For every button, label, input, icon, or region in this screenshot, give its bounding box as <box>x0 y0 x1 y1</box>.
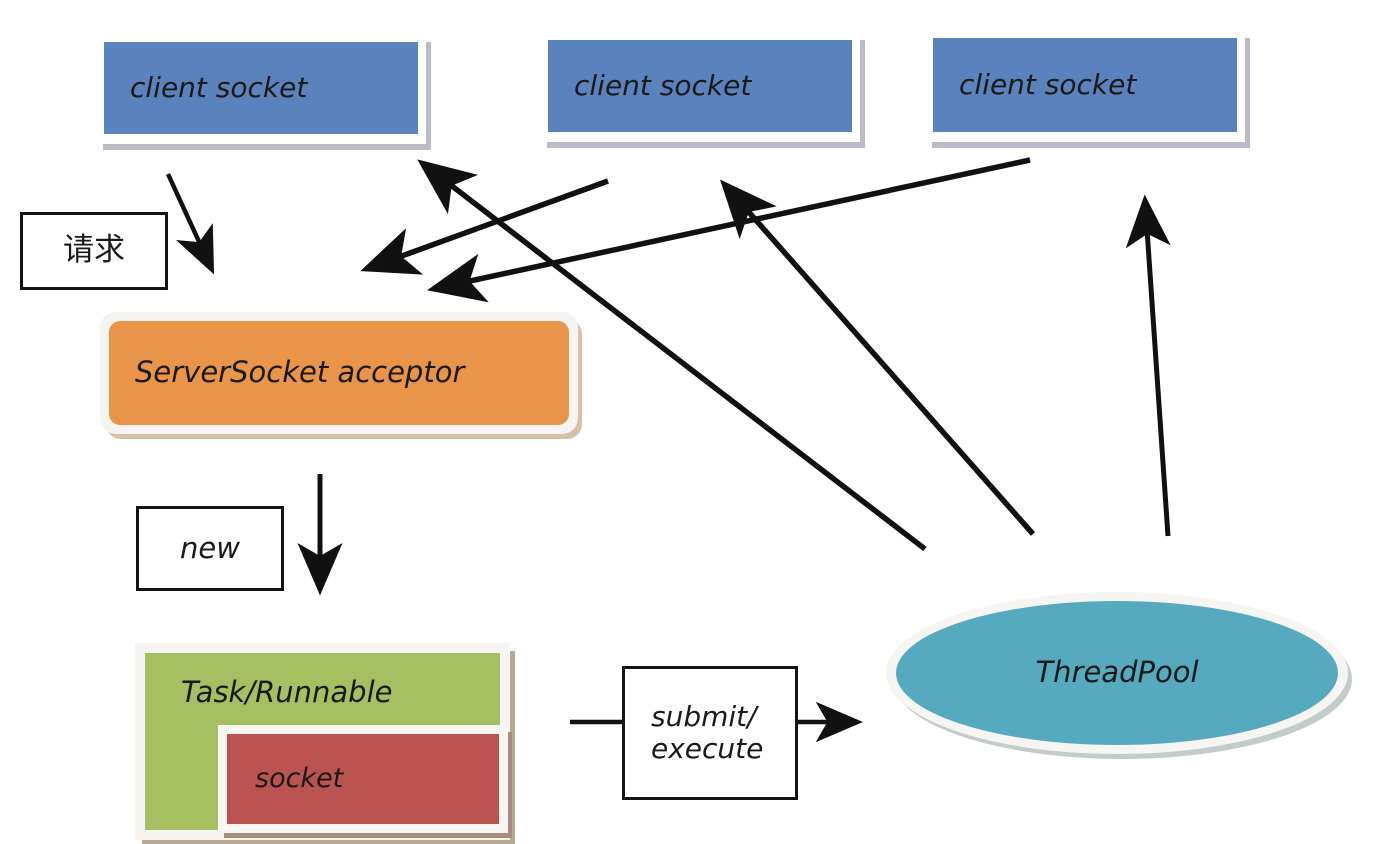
node-client-socket-2[interactable]: client socket <box>540 32 860 142</box>
socket-fill: socket <box>227 734 499 824</box>
socket-label: socket <box>255 763 344 795</box>
node-request-box[interactable]: 请求 <box>20 212 168 290</box>
request-label: 请求 <box>63 232 125 269</box>
node-socket[interactable]: socket <box>218 725 508 833</box>
edge-threadpool-to-client-socket-3 <box>1125 194 1171 537</box>
new-label: new <box>180 530 240 565</box>
node-task-runnable[interactable]: Task/Runnable socket <box>135 643 510 840</box>
edge-client-socket-2-to-acceptor <box>360 178 609 275</box>
client-socket-3-fill: client socket <box>933 38 1237 132</box>
threadpool-label: ThreadPool <box>1035 655 1199 690</box>
edge-client-socket-3-to-acceptor <box>427 157 1031 303</box>
submit-label-line1: submit/ <box>651 699 757 733</box>
node-client-socket-3[interactable]: client socket <box>925 30 1245 142</box>
task-fill: Task/Runnable socket <box>145 653 508 833</box>
threadpool-fill: ThreadPool <box>896 601 1338 745</box>
node-client-socket-1[interactable]: client socket <box>96 34 426 144</box>
submit-label-line2: execute <box>651 732 764 765</box>
client-socket-1-label: client socket <box>130 70 308 104</box>
client-socket-3-label: client socket <box>959 67 1137 101</box>
edge-request-to-acceptor <box>165 173 215 275</box>
node-new-box[interactable]: new <box>136 506 284 591</box>
acceptor-label: ServerSocket acceptor <box>135 355 465 390</box>
task-runnable-label: Task/Runnable <box>181 675 393 709</box>
node-submit-execute[interactable]: submit/ execute <box>622 666 798 800</box>
node-threadpool[interactable]: ThreadPool <box>886 592 1348 754</box>
node-serversocket-acceptor[interactable]: ServerSocket acceptor <box>100 312 578 434</box>
client-socket-2-fill: client socket <box>548 40 852 132</box>
edge-threadpool-to-client-socket-2 <box>719 179 1036 536</box>
client-socket-2-label: client socket <box>574 68 752 102</box>
acceptor-fill: ServerSocket acceptor <box>109 321 569 425</box>
client-socket-1-fill: client socket <box>104 42 418 134</box>
